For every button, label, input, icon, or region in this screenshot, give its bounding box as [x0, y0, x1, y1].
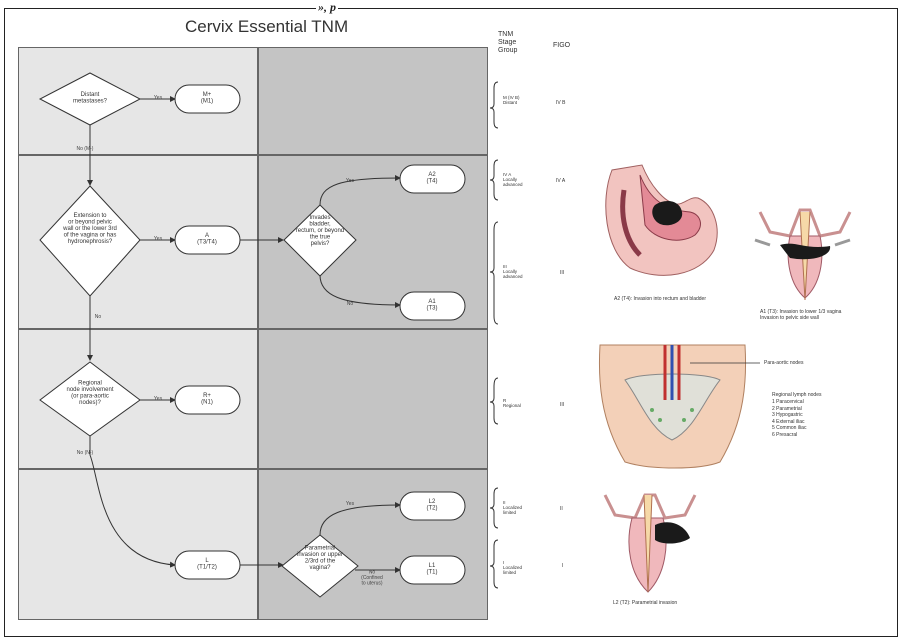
figo-6: I [562, 563, 563, 569]
yes-label-5: Yes [346, 501, 355, 507]
pelvis-lymph-nodes-illustration [599, 345, 760, 468]
stage-label-1: M (IV B) Distant [503, 95, 520, 105]
yes-label-2: Yes [154, 236, 163, 242]
figo-2: IV A [556, 178, 565, 184]
caption-para-aortic: Para-aortic nodes [764, 360, 803, 366]
no-label-3: No [347, 301, 354, 307]
figo-4: III [560, 402, 564, 408]
sagittal-pelvis-illustration [606, 165, 717, 275]
regional-node-list: 1 Paracervical 2 Parametrial 3 Hypogastr… [772, 399, 806, 438]
no-label-n: No (N-) [77, 450, 94, 456]
stage-label-3: III Locally advanced [503, 264, 523, 279]
caption-regional-title: Regional lymph nodes [772, 392, 821, 398]
stage-label-4: R Regional [503, 398, 521, 408]
no-label-2: No [95, 314, 102, 320]
coronal-uterus-a1-illustration [755, 210, 850, 300]
stage-label-6: I Localized limited [503, 560, 522, 575]
header-figo: FIGO [553, 42, 570, 50]
yes-label-1: Yes [154, 95, 163, 101]
regional-node-item: 5 Common iliac [772, 425, 806, 432]
caption-a2: A2 (T4): Invasion into rectum and bladde… [614, 296, 706, 302]
caption-a1: A1 (T3): Invasion to lower 1/3 vagina In… [760, 309, 870, 321]
stage-label-5: II Localized limited [503, 500, 522, 515]
no-label-m: No (M-) [77, 146, 94, 152]
caption-l2: L2 (T2): Parametrial invasion [613, 600, 677, 606]
regional-node-item: 3 Hypogastric [772, 412, 806, 419]
regional-node-item: 6 Presacral [772, 432, 806, 439]
regional-node-item: 1 Paracervical [772, 399, 806, 406]
figo-1: IV B [556, 100, 565, 106]
yes-label-4: Yes [154, 396, 163, 402]
coronal-uterus-l2-illustration [605, 495, 695, 592]
yes-label-3: Yes [346, 178, 355, 184]
figo-3: III [560, 270, 564, 276]
stage-label-2: IV A Locally advanced [503, 172, 523, 187]
header-tnm-stage-group: TNM Stage Group [498, 31, 517, 55]
figo-5: II [560, 506, 563, 512]
